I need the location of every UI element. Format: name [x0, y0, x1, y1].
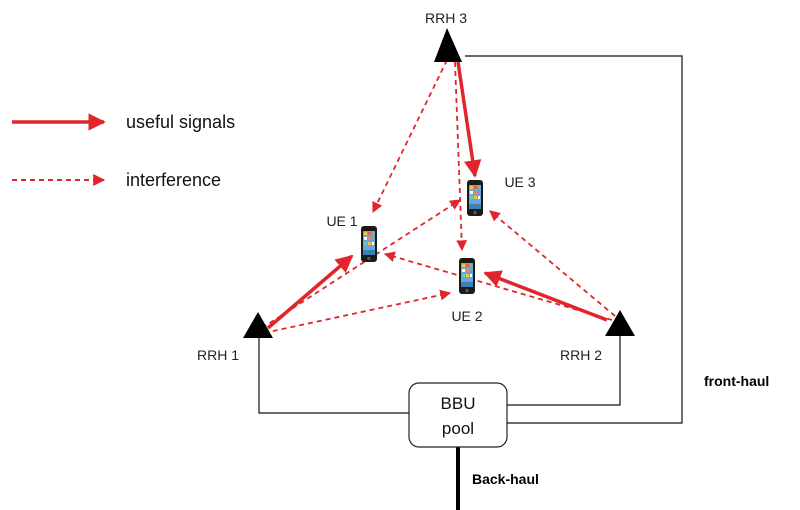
useful-links	[266, 61, 608, 330]
rrh3-label: RRH 3	[425, 10, 467, 26]
fronthaul-rrh3	[465, 55, 683, 424]
tower-icon	[434, 28, 462, 62]
signal-rrh3-ue3	[456, 61, 482, 178]
signal-rrh2-ue2	[483, 270, 608, 322]
interference-rrh1-ue2	[263, 289, 452, 334]
tower-icon	[243, 312, 273, 338]
interference-links	[261, 59, 616, 334]
front-haul-label: front-haul	[704, 373, 769, 389]
legend-interference-label: interference	[126, 170, 221, 190]
bbu-pool-label: pool	[442, 419, 474, 438]
ue3-label: UE 3	[504, 174, 535, 190]
interference-rrh3-ue2	[454, 61, 468, 252]
rrh1-label: RRH 1	[197, 347, 239, 363]
rrh2-label: RRH 2	[560, 347, 602, 363]
signal-rrh1-ue1	[266, 254, 354, 330]
bbu-label: BBU	[441, 394, 476, 413]
interference-rrh2-ue3	[489, 210, 616, 317]
ue2-label: UE 2	[451, 308, 482, 324]
fronthaul-rrh2	[507, 335, 621, 406]
ue1-label: UE 1	[326, 213, 357, 229]
fronthaul-rrh1	[258, 338, 409, 414]
back-haul-label: Back-haul	[472, 471, 539, 487]
phone-icon	[361, 226, 377, 262]
legend: useful signals interference	[12, 112, 235, 190]
tower-icon	[605, 310, 635, 336]
wiring	[258, 55, 683, 510]
phone-icon	[467, 180, 483, 216]
legend-useful-label: useful signals	[126, 112, 235, 132]
phone-icon	[459, 258, 475, 294]
interference-rrh3-ue1	[372, 59, 448, 213]
bbu-pool-box	[408, 382, 508, 448]
